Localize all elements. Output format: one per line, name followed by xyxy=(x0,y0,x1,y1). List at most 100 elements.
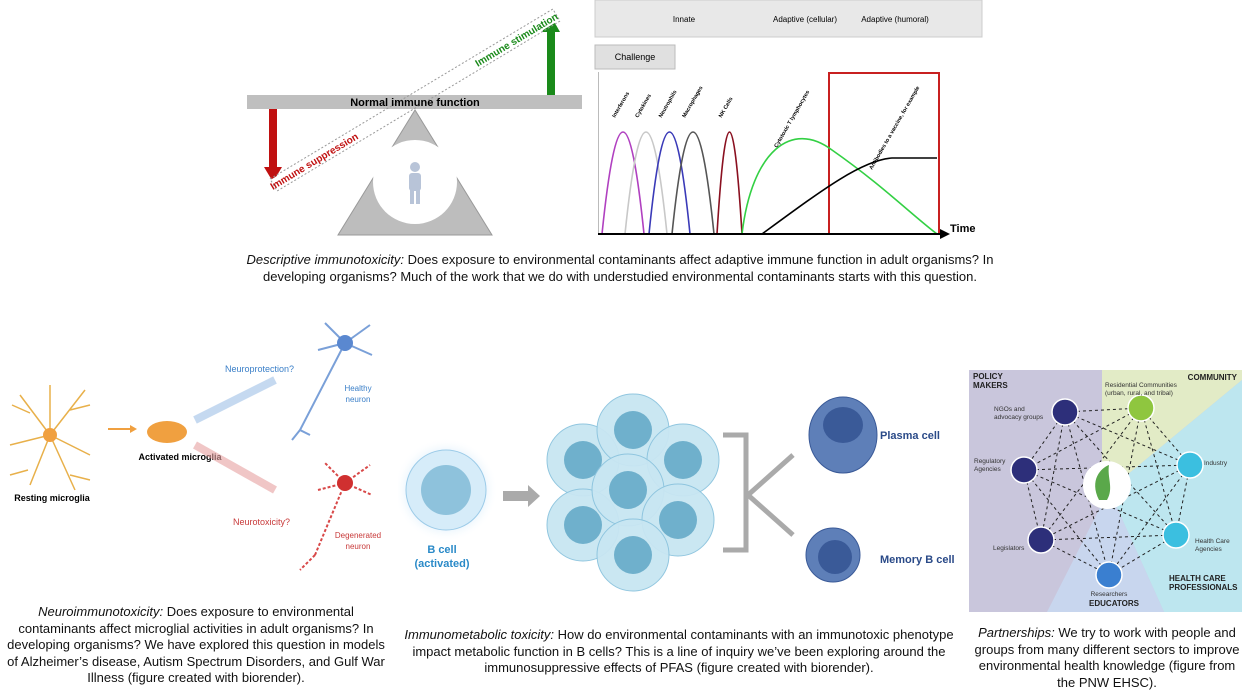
node-label: Agencies xyxy=(1195,546,1222,553)
caption-text: Does exposure to environmental contamina… xyxy=(7,604,385,685)
sector-label: EDUCATORS xyxy=(1089,599,1140,608)
proliferating-b-cells xyxy=(546,393,720,592)
healthy-neuron-icon xyxy=(291,322,373,441)
caption-text: We try to work with people and groups fr… xyxy=(974,625,1240,690)
activated-b-cell-icon xyxy=(421,465,471,515)
arrow-right-icon xyxy=(503,485,540,507)
network-link xyxy=(1140,407,1177,536)
nucleus xyxy=(609,471,647,509)
network-link xyxy=(1064,411,1177,536)
suppression-label: Immune suppression xyxy=(269,131,361,192)
sector-label: COMMUNITY xyxy=(1188,373,1238,382)
caption-metabolic: Immunometabolic toxicity: How do environ… xyxy=(398,627,960,677)
curve-label: Neutrophils xyxy=(658,90,678,119)
curve-label: NK Cells xyxy=(718,96,735,119)
plasma-cell-label: Plasma cell xyxy=(880,430,940,442)
network-link xyxy=(1040,534,1177,541)
network-link xyxy=(1040,411,1066,541)
b-cell-diagram: B cell (activated) Plasma cell Memory B … xyxy=(398,393,955,592)
curve-1 xyxy=(624,131,668,235)
b-cell-label: B cell xyxy=(427,544,456,556)
network-link xyxy=(1040,407,1142,541)
curve-6 xyxy=(761,157,937,235)
nucleus xyxy=(614,536,652,574)
degenerated-neuron-label: neuron xyxy=(346,542,371,551)
sector-label: PROFESSIONALS xyxy=(1169,583,1238,592)
node-label: Residential Communities xyxy=(1105,382,1178,389)
partner-node-icon xyxy=(1162,521,1190,549)
partner-node-icon xyxy=(1095,561,1123,589)
phase-adaptive-cellular: Adaptive (cellular) xyxy=(773,15,837,24)
phase-adaptive-humoral: Adaptive (humoral) xyxy=(861,15,929,24)
time-arrow-icon xyxy=(940,229,950,239)
microglia-diagram: Resting microglia Activated microglia Ne… xyxy=(9,322,381,571)
neuroprotection-label: Neuroprotection? xyxy=(225,364,294,374)
arrow-down-icon xyxy=(264,167,282,182)
partner-node-icon xyxy=(1051,398,1079,426)
caption-title: Neuroimmunotoxicity: xyxy=(38,604,164,619)
nucleus xyxy=(664,441,702,479)
network-link xyxy=(1023,407,1142,471)
partner-node-icon xyxy=(1010,456,1038,484)
b-cell-label: (activated) xyxy=(414,558,469,570)
memory-b-cell-label: Memory B cell xyxy=(880,554,955,566)
partnerships-network: POLICY MAKERS COMMUNITY HEALTH CARE PROF… xyxy=(969,370,1242,612)
curve-5 xyxy=(741,138,938,235)
nucleus xyxy=(564,506,602,544)
caption-title: Descriptive immunotoxicity: xyxy=(246,252,405,267)
sector-label: HEALTH CARE xyxy=(1169,574,1226,583)
partner-node-icon xyxy=(1127,394,1155,422)
immune-response-timeline: Innate Adaptive (cellular) Adaptive (hum… xyxy=(594,0,983,239)
resting-microglia-icon xyxy=(9,385,91,491)
network-link xyxy=(1023,469,1110,576)
node-label: Researchers xyxy=(1091,591,1129,598)
human-figure-icon xyxy=(409,162,421,204)
curve-label: Macrophages xyxy=(682,85,705,119)
neurotoxicity-label: Neurotoxicity? xyxy=(233,517,290,527)
curve-2 xyxy=(648,131,691,235)
activated-microglia-label: Activated microglia xyxy=(138,452,222,462)
sector-label: POLICY xyxy=(973,372,1003,381)
phase-innate: Innate xyxy=(673,15,696,24)
curve-label: Interferons xyxy=(612,91,632,119)
nucleus xyxy=(659,501,697,539)
network-link xyxy=(1108,464,1191,576)
node-label: Health Care xyxy=(1195,538,1230,545)
curve-label: Cytokines xyxy=(635,93,653,119)
node-label: (urban, rural, and tribal) xyxy=(1105,390,1173,397)
caption-title: Partnerships: xyxy=(978,625,1055,640)
network-link xyxy=(1064,411,1191,466)
immune-balance-diagram: Immune stimulation Immune suppression No… xyxy=(247,8,582,236)
healthy-neuron-label: neuron xyxy=(346,395,371,404)
partner-node-icon xyxy=(1027,526,1055,554)
dashed-tilt-outline xyxy=(269,8,561,192)
curve-0 xyxy=(601,131,645,235)
node-label: advocacy groups xyxy=(994,414,1044,421)
sector-label: MAKERS xyxy=(973,381,1008,390)
node-label: Regulatory xyxy=(974,458,1006,465)
caption-partnerships: Partnerships: We try to work with people… xyxy=(972,625,1242,691)
challenge-label: Challenge xyxy=(615,52,656,62)
caption-title: Immunometabolic toxicity: xyxy=(404,627,554,642)
node-label: Industry xyxy=(1204,460,1228,467)
node-label: Legislators xyxy=(993,545,1025,552)
degenerated-neuron-icon xyxy=(299,462,373,571)
humoral-highlight-box xyxy=(828,72,940,235)
degenerated-neuron-label: Degenerated xyxy=(335,531,381,540)
node-label: Agencies xyxy=(974,466,1001,473)
curve-3 xyxy=(671,131,715,235)
caption-neuro: Neuroimmunotoxicity: Does exposure to en… xyxy=(0,604,392,687)
beam-label: Normal immune function xyxy=(350,97,480,109)
caption-descriptive: Descriptive immunotoxicity: Does exposur… xyxy=(228,252,1012,285)
network-link xyxy=(1023,464,1191,471)
healthy-neuron-label: Healthy xyxy=(344,384,371,393)
caption-text: How do environmental contaminants with a… xyxy=(412,627,954,675)
beam xyxy=(247,95,582,109)
resting-microglia-label: Resting microglia xyxy=(14,493,91,503)
nucleus xyxy=(564,441,602,479)
curve-4 xyxy=(716,131,743,235)
node-label: NGOs and xyxy=(994,406,1025,413)
activated-microglia-icon xyxy=(147,421,187,443)
caption-text: Does exposure to environmental contamina… xyxy=(263,252,994,284)
network-link xyxy=(1040,464,1191,541)
